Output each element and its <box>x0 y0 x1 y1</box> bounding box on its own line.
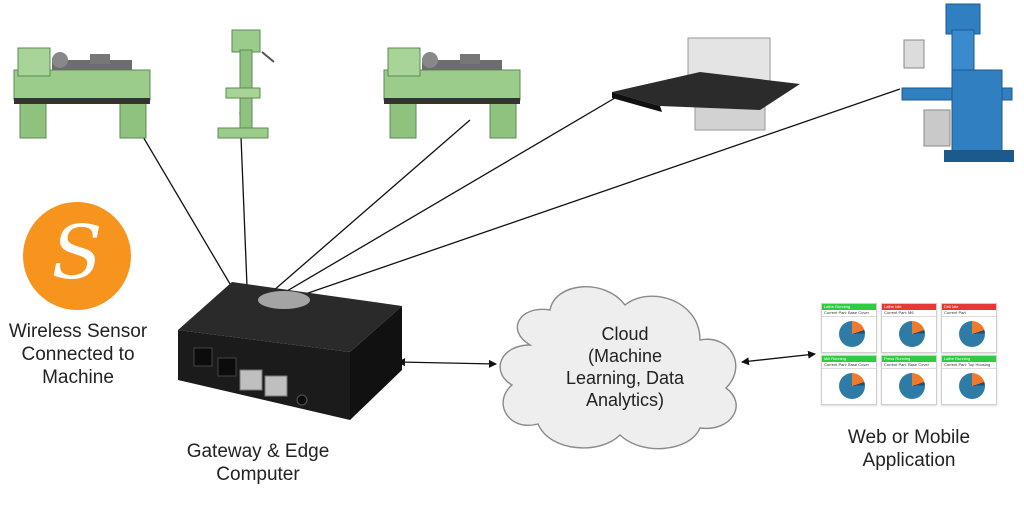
tile-header: Drill Idle <box>942 304 996 310</box>
sensor-label-line1: Wireless Sensor <box>8 321 148 342</box>
tile-header: Lathe Idle <box>882 304 936 310</box>
arrow-cloud-app <box>741 350 816 366</box>
punch-press-table <box>612 37 800 131</box>
cloud-shape <box>499 286 737 450</box>
cloud-label-line1: Cloud <box>601 324 649 344</box>
tile-part: Current Part: Base Cover <box>822 310 876 317</box>
tile-header: Press Running <box>882 356 936 362</box>
app-tile: Mill Running Current Part: Base Cover <box>821 355 877 405</box>
gateway-label-line2: Computer <box>216 464 300 485</box>
tile-pie <box>959 321 985 347</box>
gateway-label: Gateway & Edge Computer <box>168 440 348 486</box>
tile-header: Lathe Running <box>822 304 876 310</box>
app-tile: Lathe Running Current Part: Base Cover <box>821 303 877 353</box>
app-tile: Press Running Current Part: Base Cover <box>881 355 937 405</box>
app-tile: Lathe Running Current Part: Top Housing <box>941 355 997 405</box>
cloud-label-line4: Analytics) <box>585 390 665 410</box>
tile-pie <box>899 373 925 399</box>
tile-part: Current Part: Base Cover <box>882 362 936 369</box>
cloud-label-line3: Learning, Data <box>565 368 685 388</box>
sensor-links <box>112 85 901 312</box>
cloud-label: Cloud (Machine Learning, Data Analytics) <box>545 323 705 411</box>
link-drill <box>239 111 249 312</box>
milling-machine <box>901 3 1014 162</box>
link-punch <box>252 94 621 312</box>
tile-pie <box>839 321 865 347</box>
sensor-logo: S <box>23 202 131 310</box>
link-lathe-2 <box>249 119 471 312</box>
drill-press <box>217 29 275 139</box>
gateway-device <box>178 282 402 420</box>
sensor-label-line2: Connected to <box>21 344 135 365</box>
app-label: Web or Mobile Application <box>815 426 1003 472</box>
sensor-logo-glyph: S <box>51 210 103 296</box>
tile-header: Mill Running <box>822 356 876 362</box>
tile-part: Current Part: Base Cover <box>822 362 876 369</box>
arrow-gateway-cloud <box>397 358 497 368</box>
app-dashboard: Lathe Running Current Part: Base Cover L… <box>821 303 999 405</box>
tile-part: Current Part: Top Housing <box>942 362 996 369</box>
lathe-machine-2 <box>383 47 521 139</box>
sensor-label: Wireless Sensor Connected to Machine <box>0 320 156 389</box>
lathe-machine-1 <box>13 47 151 139</box>
cloud-label-line2: (Machine <box>587 346 663 366</box>
app-tile: Drill Idle Current Part <box>941 303 997 353</box>
tile-header: Lathe Running <box>942 356 996 362</box>
sensor-label-line3: Machine <box>42 367 114 388</box>
tile-pie <box>899 321 925 347</box>
app-label-line1: Web or Mobile <box>847 427 971 448</box>
app-label-line2: Application <box>862 450 956 471</box>
tile-part: Current Part: M6 <box>882 310 936 317</box>
ethernet-ports <box>193 347 308 406</box>
tile-pie <box>839 373 865 399</box>
tile-part: Current Part <box>942 310 996 317</box>
app-tile: Lathe Idle Current Part: M6 <box>881 303 937 353</box>
tile-pie <box>959 373 985 399</box>
gateway-label-line1: Gateway & Edge <box>186 441 330 462</box>
link-mill <box>255 88 901 312</box>
